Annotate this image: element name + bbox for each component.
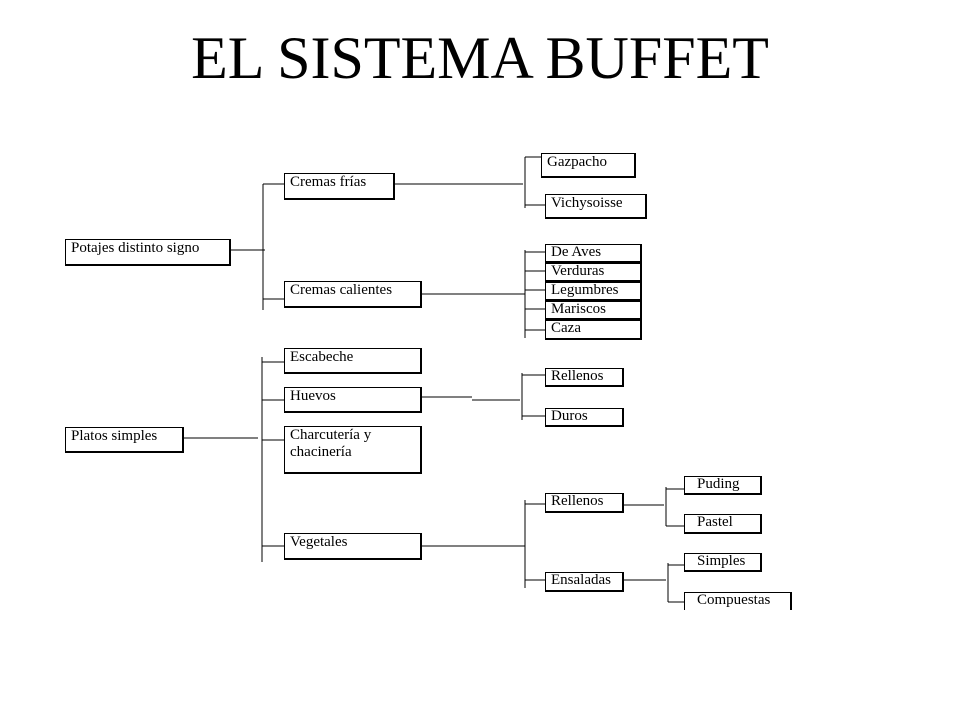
node-potajes: Potajes distinto signo [65, 239, 231, 266]
page-title: EL SISTEMA BUFFET [191, 25, 769, 91]
node-huevos-rellenos: Rellenos [545, 368, 624, 387]
node-mariscos: Mariscos [545, 301, 642, 320]
node-compuestas: Compuestas [684, 592, 792, 610]
node-escabeche: Escabeche [284, 348, 422, 374]
node-verduras: Verduras [545, 263, 642, 282]
node-simples: Simples [684, 553, 762, 572]
node-huevos-duros: Duros [545, 408, 624, 427]
node-puding: Puding [684, 476, 762, 495]
node-gazpacho: Gazpacho [541, 153, 636, 178]
node-vegetales-rellenos: Rellenos [545, 493, 624, 513]
node-legumbres: Legumbres [545, 282, 642, 301]
node-huevos: Huevos [284, 387, 422, 413]
node-platos-simples: Platos simples [65, 427, 184, 453]
node-caza: Caza [545, 320, 642, 340]
node-cremas-frias: Cremas frías [284, 173, 395, 200]
node-ensaladas: Ensaladas [545, 572, 624, 592]
node-vichysoisse: Vichysoisse [545, 194, 647, 219]
node-vegetales: Vegetales [284, 533, 422, 560]
node-de-aves: De Aves [545, 244, 642, 263]
node-charcuteria: Charcutería y chacinería [284, 426, 422, 474]
node-pastel: Pastel [684, 514, 762, 534]
node-cremas-calientes: Cremas calientes [284, 281, 422, 308]
